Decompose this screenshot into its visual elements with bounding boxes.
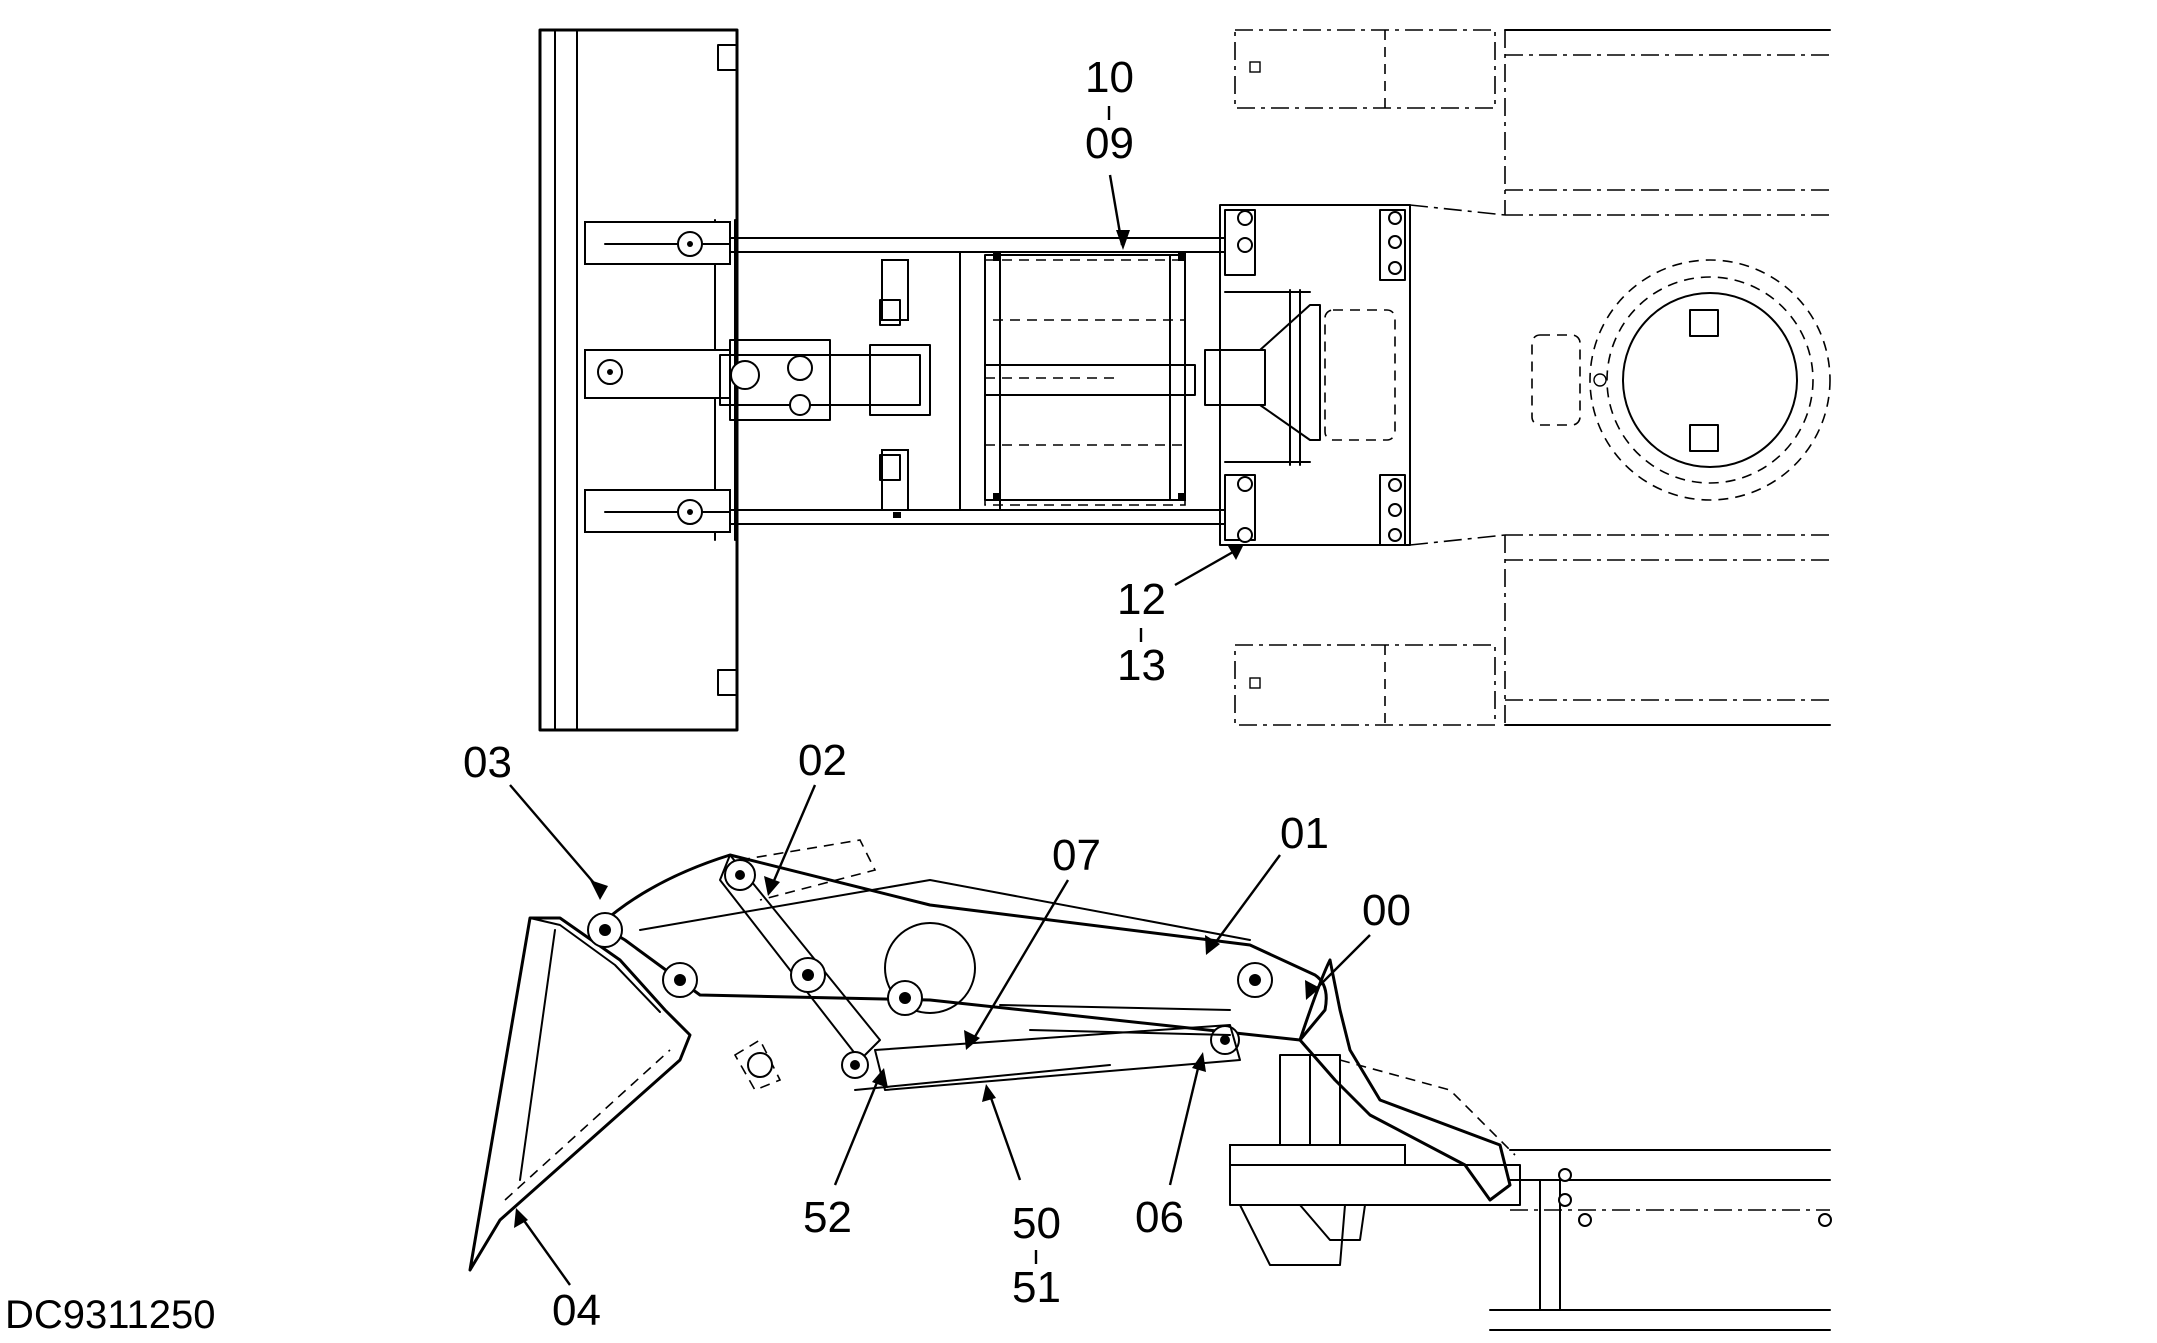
top-view-undercarriage	[1234, 29, 1831, 726]
drawing-number: DC9311250	[5, 1293, 216, 1337]
side-view-loader-arm	[587, 839, 1328, 1092]
callout-12: 12	[1117, 575, 1166, 624]
callout-51: 51	[1012, 1263, 1061, 1312]
callout-04: 04	[552, 1286, 601, 1335]
callout-07: 07	[1052, 831, 1101, 880]
callout-52: 52	[803, 1193, 852, 1242]
callout-10: 10	[1085, 53, 1134, 102]
callout-02: 02	[798, 736, 847, 785]
callout-13: 13	[1117, 641, 1166, 690]
top-view-tower	[1204, 204, 1411, 546]
callout-01: 01	[1280, 809, 1329, 858]
side-view-leaders	[509, 784, 1371, 1286]
top-view-lift-arms	[584, 219, 1226, 541]
callout-09: 09	[1085, 119, 1134, 168]
top-view-leaders	[1108, 174, 1244, 587]
callout-00: 00	[1362, 886, 1411, 935]
side-view-bucket	[468, 916, 692, 1272]
callout-06: 06	[1135, 1193, 1184, 1242]
callout-03: 03	[463, 738, 512, 787]
side-view-frame	[1229, 958, 1832, 1331]
callout-50: 50	[1012, 1199, 1061, 1248]
